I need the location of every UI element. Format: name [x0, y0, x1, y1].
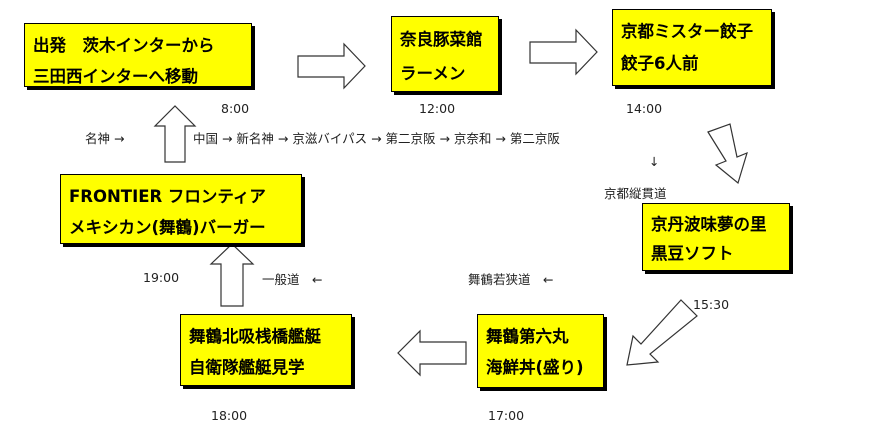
- arrow-down-right: [707, 123, 748, 185]
- box-frontier: FRONTIER フロンティア メキシカン(舞鶴)バーガー: [60, 174, 302, 244]
- kyotanba-line1: 京丹波味夢の里: [651, 215, 767, 234]
- box-depart: 出発 茨木インターから 三田西インターへ移動: [24, 23, 252, 87]
- time-1530: 15:30: [693, 297, 730, 312]
- arrow-up-1: [209, 243, 255, 307]
- arrow-right-2: [529, 28, 598, 76]
- route-kyoto-jukan: 京都縦貫道: [604, 186, 667, 201]
- time-1700: 17:00: [488, 408, 525, 423]
- arrow-down-left: [626, 299, 698, 366]
- nara-line2: ラーメン: [400, 64, 466, 83]
- box-nara: 奈良豚菜館 ラーメン: [391, 16, 499, 92]
- maizuru6-line1: 舞鶴第六丸: [486, 327, 569, 346]
- kyoto-mister-line2: 餃子6人前: [621, 54, 699, 73]
- maizuru6-line2: 海鮮丼(盛り): [486, 358, 584, 377]
- arrow-right-1: [297, 42, 366, 90]
- arrow-up-2: [153, 105, 197, 163]
- route-down-arrow: ↓: [649, 154, 660, 169]
- nara-line1: 奈良豚菜館: [400, 30, 483, 49]
- time-1200: 12:00: [419, 101, 456, 116]
- depart-line2: 三田西インターへ移動: [33, 67, 198, 86]
- depart-line1: 出発 茨木インターから: [33, 36, 215, 55]
- route-main: 中国 → 新名神 → 京滋バイパス → 第二京阪 → 京奈和 → 第二京阪: [193, 131, 560, 146]
- time-0800: 8:00: [221, 101, 250, 116]
- route-ippando: 一般道 ←: [262, 272, 323, 287]
- frontier-line2: メキシカン(舞鶴)バーガー: [69, 218, 266, 237]
- time-1800: 18:00: [211, 408, 248, 423]
- time-1400: 14:00: [626, 101, 663, 116]
- frontier-line1: FRONTIER フロンティア: [69, 187, 266, 206]
- route-meishin: 名神 →: [85, 131, 125, 146]
- box-maizuru6: 舞鶴第六丸 海鮮丼(盛り): [477, 314, 604, 388]
- maizuru-kita-line2: 自衛隊艦艇見学: [189, 358, 305, 377]
- kyotanba-line2: 黒豆ソフト: [651, 244, 734, 263]
- maizuru-kita-line1: 舞鶴北吸桟橋艦艇: [189, 327, 321, 346]
- route-maizuru-wakasa: 舞鶴若狭道 ←: [468, 272, 554, 287]
- box-kyotanba: 京丹波味夢の里 黒豆ソフト: [642, 203, 790, 271]
- box-maizuru-kita: 舞鶴北吸桟橋艦艇 自衛隊艦艇見学: [180, 314, 352, 386]
- arrow-left: [397, 329, 467, 377]
- box-kyoto-mister: 京都ミスター餃子 餃子6人前: [612, 9, 772, 86]
- time-1900: 19:00: [143, 270, 180, 285]
- kyoto-mister-line1: 京都ミスター餃子: [621, 22, 753, 41]
